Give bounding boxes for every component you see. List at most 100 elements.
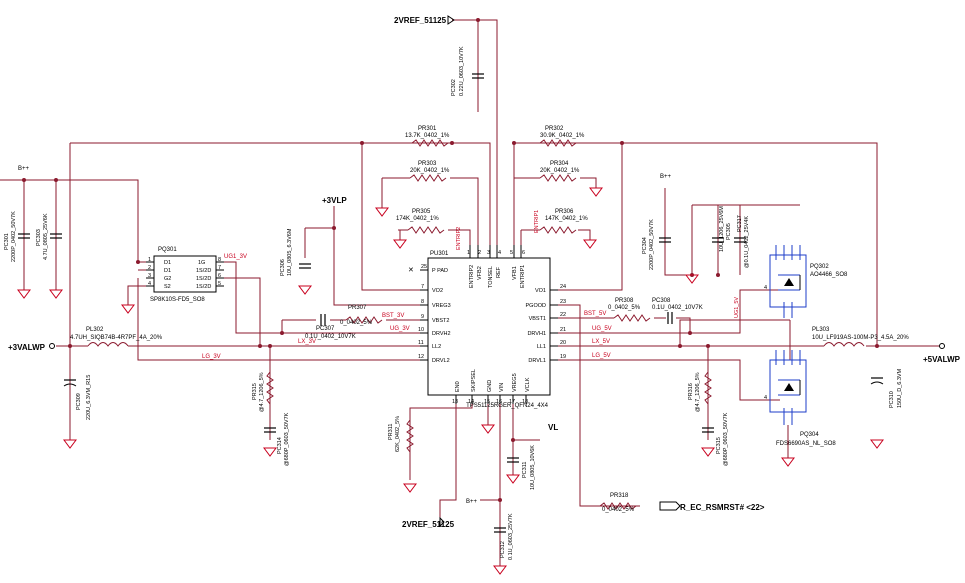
capacitors: PC302 0.22U_0603_10V7K PC306 10U_0805_6.… — [4, 46, 903, 560]
svg-text:10U_1206_25V6M: 10U_1206_25V6M — [719, 206, 725, 252]
svg-text:PC304: PC304 — [642, 237, 648, 254]
svg-text:✕: ✕ — [408, 267, 414, 274]
svg-text:PR308: PR308 — [615, 298, 634, 304]
svg-text:4: 4 — [764, 395, 767, 401]
svg-text:@4.7_1206_5%: @4.7_1206_5% — [259, 372, 265, 412]
wires — [0, 19, 940, 566]
ic-pin-name: DRVH2 — [432, 331, 451, 337]
svg-text:20K_0402_1%: 20K_0402_1% — [540, 168, 580, 174]
net-labels: 2VREF_51125 2VREF_51125 +3VLP B++ B++ B+… — [8, 15, 961, 529]
mosfet-pq302: PQ302 AO4466_SO8 4 — [764, 245, 848, 318]
ic-pin-name: VO1 — [535, 288, 546, 294]
inductor-pl303: PL303 10U_LF919AS-100M-P3_4.5A_20% — [812, 327, 909, 347]
ic-pin-name: SKIPSEL — [471, 369, 477, 392]
net-vl: VL — [548, 423, 558, 432]
svg-text:G2: G2 — [164, 276, 171, 282]
svg-text:ENTRIP1: ENTRIP1 — [534, 210, 540, 233]
svg-text:PR315: PR315 — [252, 383, 258, 400]
net-ec-rsmrst: R_EC_RSMRST# <22> — [680, 503, 765, 512]
pq301-part: SP8K10S-FD5_SO8 — [150, 297, 205, 303]
pq304-ref: PQ304 — [800, 432, 819, 438]
ic-pin-num: 17 — [509, 399, 515, 405]
svg-text:@680P_0603_50V7K: @680P_0603_50V7K — [284, 412, 290, 466]
svg-text:220U_6.3VM_R15: 220U_6.3VM_R15 — [86, 375, 92, 420]
svg-text:0_0402_5%: 0_0402_5% — [602, 507, 635, 513]
svg-text:PC315: PC315 — [716, 437, 722, 454]
svg-text:PC301: PC301 — [4, 233, 10, 250]
ic-pin-name: EN0 — [455, 381, 461, 392]
mosfet-pq301: PQ301 SP8K10S-FD5_SO8 1 D1 2 D1 3 G2 4 S… — [146, 247, 224, 303]
ic-pin-name: ENTRIP2 — [469, 265, 475, 288]
svg-text:D1: D1 — [164, 260, 171, 266]
net-3valwp: +3VALWP — [8, 343, 46, 352]
ic-pin-name: VIN — [499, 383, 505, 392]
svg-text:@680P_0603_50V7K: @680P_0603_50V7K — [723, 412, 729, 466]
svg-text:5: 5 — [218, 281, 221, 287]
ic-pin-num: 14 — [468, 399, 474, 405]
svg-text:@4.7_1206_5%: @4.7_1206_5% — [695, 372, 701, 412]
svg-text:10U_LF919AS-100M-P3_4.5A_20%: 10U_LF919AS-100M-P3_4.5A_20% — [812, 335, 909, 341]
svg-text:PC305: PC305 — [726, 223, 732, 240]
ic-pin-name: P PAD — [432, 268, 448, 274]
junction-dots — [22, 18, 879, 502]
ic-pin-num: 16 — [496, 399, 502, 405]
ic-pin-name: VO2 — [432, 288, 443, 294]
svg-text:PC303: PC303 — [36, 229, 42, 246]
ground-symbols — [17, 187, 884, 575]
svg-text:LG_5V: LG_5V — [592, 353, 611, 359]
svg-text:PC317: PC317 — [737, 215, 743, 232]
svg-text:PC306: PC306 — [280, 259, 286, 276]
svg-text:D1: D1 — [164, 268, 171, 274]
ic-pin-num: 5 — [510, 250, 513, 256]
ic-pin-num: 1 — [467, 250, 470, 256]
svg-text:PR307: PR307 — [348, 305, 367, 311]
svg-text:4: 4 — [764, 285, 767, 291]
svg-text:UG1_5V: UG1_5V — [734, 297, 740, 318]
inductor-pl302: PL302 4.7UH_SIQB74B-4R7PF_4A_20% — [70, 327, 163, 347]
ic-pin-num: 24 — [560, 284, 566, 290]
ic-pin-name: DRVH1 — [527, 331, 546, 337]
net-bplus-bottom: B++ — [466, 499, 478, 505]
svg-text:PC302: PC302 — [451, 79, 457, 96]
svg-text:LG_3V: LG_3V — [202, 354, 221, 360]
resistors-vertical: PR311 62K_0402_5% PR315 @4.7_1206_5% PR3… — [252, 371, 712, 453]
svg-text:PR301: PR301 — [418, 126, 437, 132]
svg-text:6: 6 — [218, 273, 221, 279]
svg-text:20K_0402_1%: 20K_0402_1% — [410, 168, 450, 174]
ic-pin-num: 2 — [478, 250, 481, 256]
ic-pin-num: 3 — [487, 250, 490, 256]
svg-text:ENTRIP2: ENTRIP2 — [456, 227, 462, 250]
ic-pin-name: ENTRIP1 — [520, 265, 526, 288]
ic-pin-num: 4 — [498, 250, 501, 256]
svg-text:0_0402_5%: 0_0402_5% — [340, 320, 373, 326]
svg-text:1S/2D: 1S/2D — [196, 284, 211, 290]
ic-pin-name: VREG3 — [432, 303, 451, 309]
svg-text:0.1U_0402_10V7K: 0.1U_0402_10V7K — [652, 305, 703, 311]
svg-text:PC314: PC314 — [277, 437, 283, 454]
ic-pin-name: DRVL1 — [528, 358, 546, 364]
pq302-ref: PQ302 — [810, 264, 829, 270]
svg-text:0.1U_0402_10V7K: 0.1U_0402_10V7K — [305, 334, 356, 340]
svg-text:7: 7 — [218, 265, 221, 271]
svg-text:LX_3V: LX_3V — [298, 339, 316, 345]
svg-text:PR318: PR318 — [610, 493, 629, 499]
svg-text:150U_D_6.3VM: 150U_D_6.3VM — [897, 368, 903, 408]
svg-text:2200P_0402_50V7K: 2200P_0402_50V7K — [649, 219, 655, 270]
svg-text:174K_0402_1%: 174K_0402_1% — [396, 216, 439, 222]
svg-text:3: 3 — [148, 273, 151, 279]
ic-pin-name: VFB2 — [477, 266, 483, 280]
svg-text:13.7K_0402_1%: 13.7K_0402_1% — [405, 133, 450, 139]
svg-text:BST_5V: BST_5V — [584, 311, 606, 317]
net-3vlp: +3VLP — [322, 196, 347, 205]
svg-text:0.22U_0603_10V7K: 0.22U_0603_10V7K — [459, 46, 465, 96]
svg-text:62K_0402_5%: 62K_0402_5% — [395, 416, 401, 452]
ic-pin-name: VFB1 — [512, 266, 518, 280]
ic-pin-num: 12 — [418, 354, 424, 360]
pq301-ref: PQ301 — [158, 247, 177, 253]
svg-text:PR305: PR305 — [412, 209, 431, 215]
svg-text:PR316: PR316 — [688, 383, 694, 400]
svg-text:PC310: PC310 — [889, 391, 895, 408]
svg-text:S2: S2 — [164, 284, 171, 290]
ic-pin-name: LL1 — [537, 344, 546, 350]
svg-text:LX_5V: LX_5V — [592, 339, 610, 345]
